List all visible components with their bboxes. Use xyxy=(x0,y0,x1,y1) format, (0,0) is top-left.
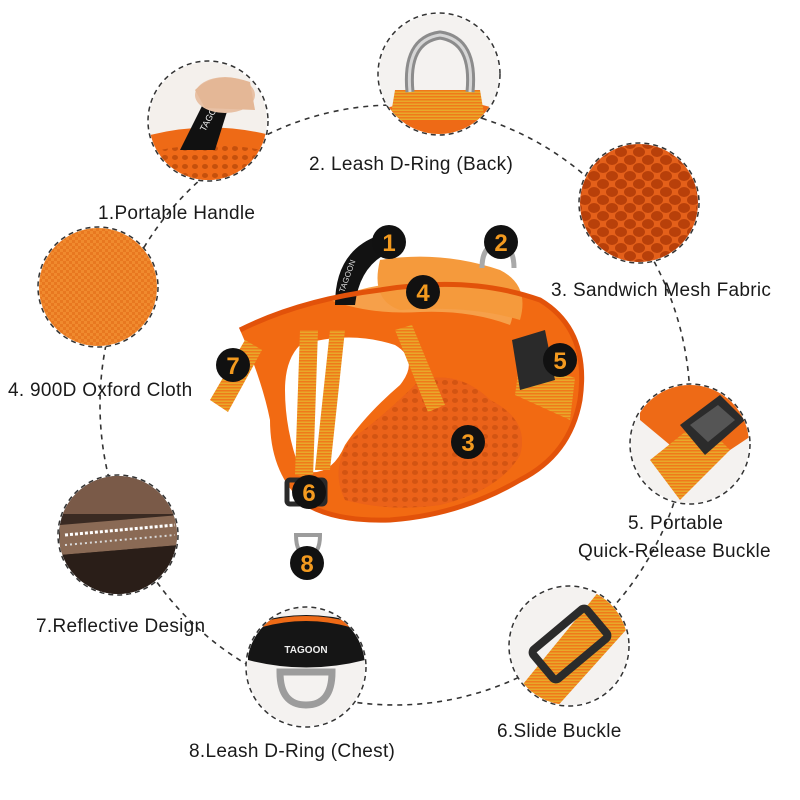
feature-label-quick-release-line2: Quick-Release Buckle xyxy=(578,541,771,562)
portable-handle-closeup: TAGOON xyxy=(147,60,269,182)
slide-buckle-closeup xyxy=(508,585,630,707)
chest-d-ring-closeup: TAGOON xyxy=(245,606,367,728)
feature-label-reflective: 7.Reflective Design xyxy=(36,616,206,637)
feature-label-back-d-ring: 2. Leash D-Ring (Back) xyxy=(309,154,514,175)
feature-badge-3: 3 xyxy=(451,425,485,459)
feature-label-chest-d-ring: 8.Leash D-Ring (Chest) xyxy=(189,741,396,762)
feature-badge-4: 4 xyxy=(406,275,440,309)
feature-label-quick-release-line1: 5. Portable xyxy=(628,513,724,534)
feature-badge-2: 2 xyxy=(484,225,518,259)
chest-brand-text: TAGOON xyxy=(284,645,327,656)
harness-illustration: TAGOON xyxy=(210,234,585,558)
feature-badge-7: 7 xyxy=(216,348,250,382)
harness-strap-diagonal xyxy=(395,325,445,412)
svg-text:4: 4 xyxy=(416,280,430,307)
feature-label-slide-buckle: 6.Slide Buckle xyxy=(497,721,622,742)
harness-strap-vertical xyxy=(315,330,345,470)
feature-badge-1: 1 xyxy=(372,225,406,259)
feature-badge-6: 6 xyxy=(292,475,326,509)
feature-badge-5: 5 xyxy=(543,343,577,377)
feature-label-oxford-cloth: 4. 900D Oxford Cloth xyxy=(8,380,193,401)
svg-text:1: 1 xyxy=(382,230,395,257)
oxford-cloth-closeup xyxy=(37,226,159,348)
harness-strap-left xyxy=(295,330,318,478)
svg-text:6: 6 xyxy=(302,480,315,507)
quick-release-buckle-closeup xyxy=(629,383,751,505)
svg-text:2: 2 xyxy=(494,230,507,257)
reflective-strip-closeup xyxy=(57,474,179,596)
svg-text:7: 7 xyxy=(226,353,239,380)
feature-label-mesh-fabric: 3. Sandwich Mesh Fabric xyxy=(551,280,772,301)
back-d-ring-closeup xyxy=(377,12,501,136)
svg-text:3: 3 xyxy=(461,430,474,457)
svg-text:5: 5 xyxy=(553,348,566,375)
mesh-fabric-closeup xyxy=(578,142,700,264)
svg-text:8: 8 xyxy=(300,551,313,578)
harness-quick-release-buckle xyxy=(512,330,555,390)
feature-badge-8: 8 xyxy=(290,546,324,580)
feature-label-portable-handle: 1.Portable Handle xyxy=(98,203,256,224)
